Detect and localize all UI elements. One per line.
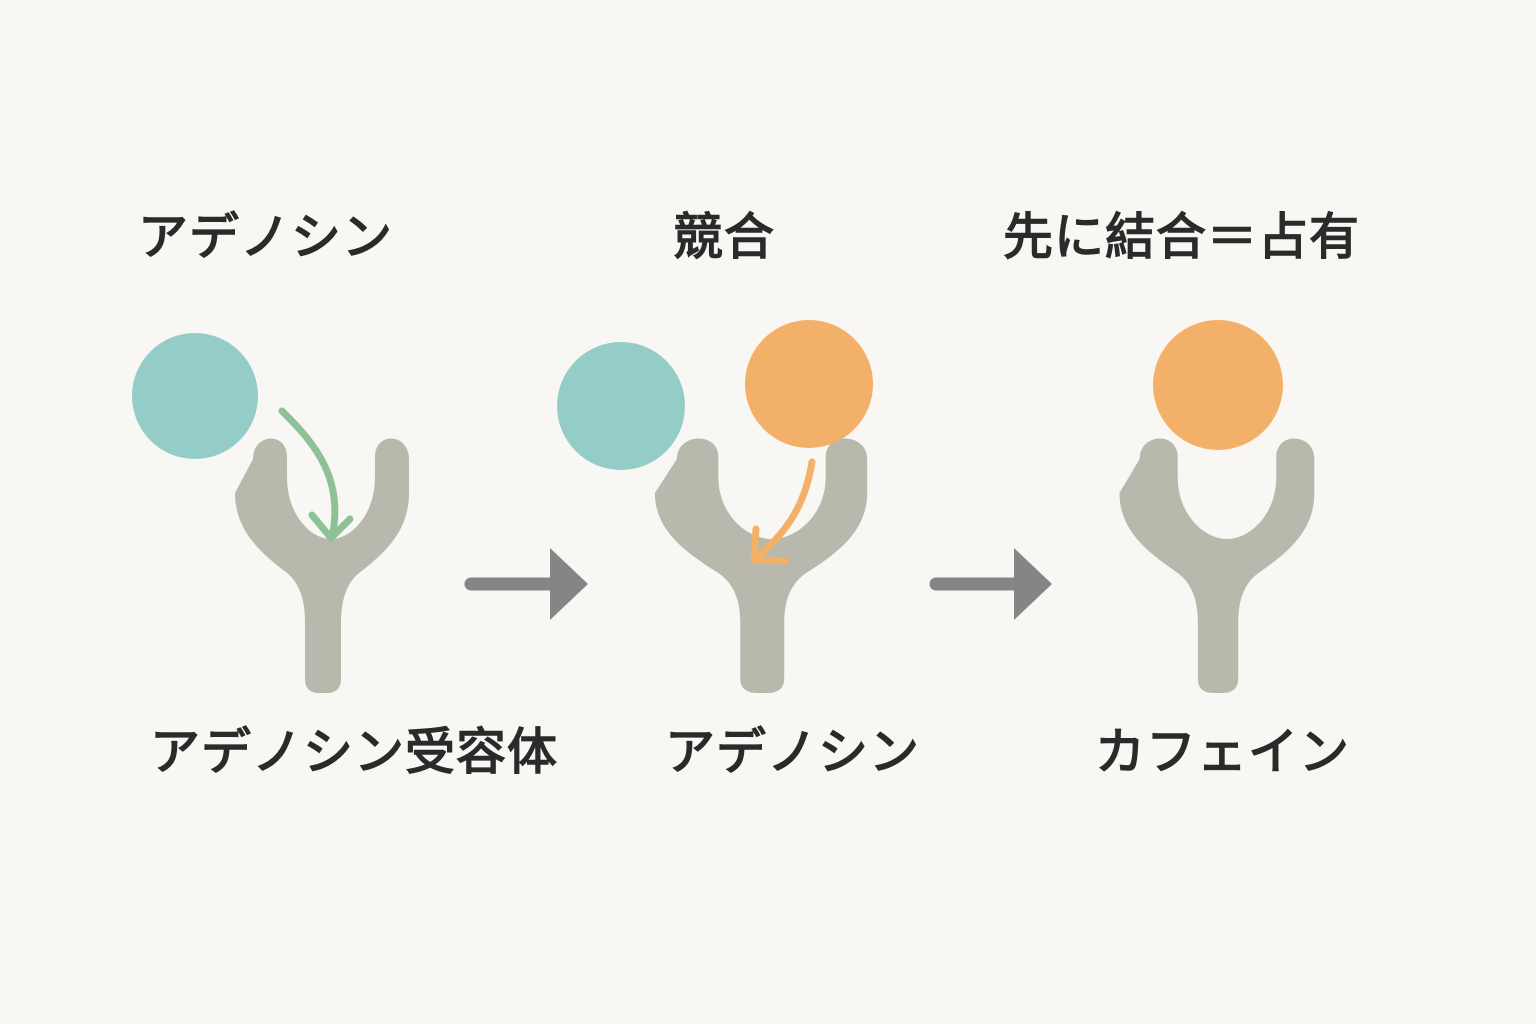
caffeine-molecule-icon bbox=[745, 320, 873, 448]
panel-2-caption: アデノシン bbox=[665, 723, 920, 781]
panel-adenosine-approach bbox=[132, 333, 409, 693]
panel-3-heading: 先に結合＝占有 bbox=[1003, 208, 1360, 266]
arrow-head-icon bbox=[308, 511, 354, 542]
panel-competition bbox=[557, 320, 873, 693]
panel-1-caption: アデノシン受容体 bbox=[150, 723, 558, 781]
panel-2-heading: 競合 bbox=[673, 208, 775, 266]
y-shaped-receptor-icon bbox=[654, 438, 868, 693]
right-arrow-icon bbox=[929, 548, 1052, 620]
curved-arrow-icon bbox=[754, 458, 816, 561]
panel-1-heading: アデノシン bbox=[138, 208, 393, 266]
panel-caffeine-occupied bbox=[1119, 320, 1315, 693]
right-arrow-icon bbox=[464, 548, 588, 620]
curved-arrow-icon bbox=[278, 407, 339, 536]
arrow-head-icon bbox=[750, 525, 789, 565]
adenosine-molecule-icon bbox=[132, 333, 258, 459]
y-shaped-receptor-icon bbox=[1119, 438, 1315, 693]
y-shaped-receptor-icon bbox=[235, 438, 409, 693]
caffeine-molecule-icon bbox=[1153, 320, 1283, 450]
adenosine-molecule-icon bbox=[557, 342, 685, 470]
panel-3-caption: カフェイン bbox=[1095, 723, 1350, 781]
